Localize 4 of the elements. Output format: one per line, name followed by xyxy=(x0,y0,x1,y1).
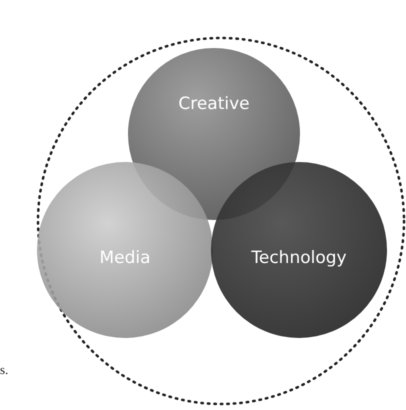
circle-label: Media xyxy=(99,248,151,268)
circle-label: Creative xyxy=(178,94,250,114)
circle-label: Technology xyxy=(251,248,347,268)
text-fragment: s. xyxy=(0,362,8,378)
